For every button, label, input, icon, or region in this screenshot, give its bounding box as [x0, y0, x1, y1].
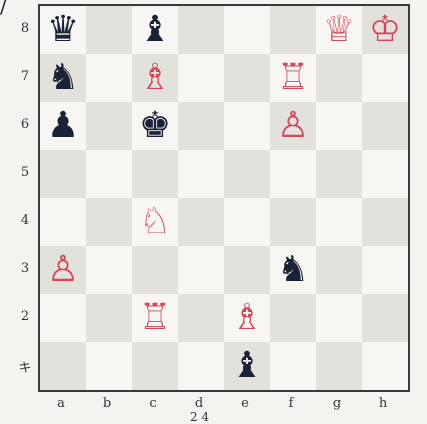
square-g3[interactable]	[316, 246, 362, 294]
square-b4[interactable]	[86, 198, 132, 246]
square-a4[interactable]	[40, 198, 86, 246]
rank-label: 6	[16, 117, 34, 132]
square-d5[interactable]	[178, 150, 224, 198]
rank-label: 4	[16, 213, 34, 228]
square-e3[interactable]	[224, 246, 270, 294]
square-d8[interactable]	[178, 6, 224, 54]
square-d7[interactable]	[178, 54, 224, 102]
square-g4[interactable]	[316, 198, 362, 246]
file-label: c	[130, 396, 176, 411]
red-pawn-a3[interactable]: ♙	[40, 246, 86, 294]
file-label: a	[38, 396, 84, 411]
square-g2[interactable]	[316, 294, 362, 342]
red-bishop-e2[interactable]: ♗	[224, 294, 270, 342]
chess-board: ♛♝♕♔♞♗♖♟♚♙♘♙♞♖♗♝	[38, 4, 410, 392]
square-d3[interactable]	[178, 246, 224, 294]
file-label: b	[84, 396, 130, 411]
square-h1[interactable]	[362, 342, 408, 390]
rank-label: 5	[16, 165, 34, 180]
red-rook-c2[interactable]: ♖	[132, 294, 178, 342]
square-h7[interactable]	[362, 54, 408, 102]
square-b7[interactable]	[86, 54, 132, 102]
square-b6[interactable]	[86, 102, 132, 150]
rank-label: 8	[16, 21, 34, 36]
square-b5[interactable]	[86, 150, 132, 198]
square-h3[interactable]	[362, 246, 408, 294]
black-pawn-a6[interactable]: ♟	[40, 102, 86, 150]
square-e4[interactable]	[224, 198, 270, 246]
square-f1[interactable]	[270, 342, 316, 390]
square-e7[interactable]	[224, 54, 270, 102]
file-label: f	[268, 396, 314, 411]
square-f8[interactable]	[270, 6, 316, 54]
square-c1[interactable]	[132, 342, 178, 390]
square-d2[interactable]	[178, 294, 224, 342]
rank-label: キ	[16, 357, 34, 376]
black-bishop-e1[interactable]: ♝	[224, 342, 270, 390]
square-e5[interactable]	[224, 150, 270, 198]
square-g5[interactable]	[316, 150, 362, 198]
square-f2[interactable]	[270, 294, 316, 342]
square-a5[interactable]	[40, 150, 86, 198]
square-c5[interactable]	[132, 150, 178, 198]
square-a1[interactable]	[40, 342, 86, 390]
square-b3[interactable]	[86, 246, 132, 294]
square-h5[interactable]	[362, 150, 408, 198]
file-label: g	[314, 396, 360, 411]
square-f4[interactable]	[270, 198, 316, 246]
square-g7[interactable]	[316, 54, 362, 102]
black-knight-f3[interactable]: ♞	[270, 246, 316, 294]
caption-fragment: 2 4	[190, 410, 209, 424]
square-d1[interactable]	[178, 342, 224, 390]
black-queen-a8[interactable]: ♛	[40, 6, 86, 54]
corner-mark: /	[0, 0, 7, 18]
black-bishop-c8[interactable]: ♝	[132, 6, 178, 54]
rank-label: 2	[16, 309, 34, 324]
square-a2[interactable]	[40, 294, 86, 342]
red-queen-g8[interactable]: ♕	[316, 6, 362, 54]
red-pawn-f6[interactable]: ♙	[270, 102, 316, 150]
square-h4[interactable]	[362, 198, 408, 246]
red-bishop-c7[interactable]: ♗	[132, 54, 178, 102]
square-b8[interactable]	[86, 6, 132, 54]
square-e6[interactable]	[224, 102, 270, 150]
rank-label: 3	[16, 261, 34, 276]
file-label: e	[222, 396, 268, 411]
square-c3[interactable]	[132, 246, 178, 294]
rank-label: 7	[16, 69, 34, 84]
square-h2[interactable]	[362, 294, 408, 342]
red-rook-f7[interactable]: ♖	[270, 54, 316, 102]
file-label: d	[176, 396, 222, 411]
red-king-h8[interactable]: ♔	[362, 6, 408, 54]
square-d4[interactable]	[178, 198, 224, 246]
red-knight-c4[interactable]: ♘	[132, 198, 178, 246]
square-h6[interactable]	[362, 102, 408, 150]
square-g6[interactable]	[316, 102, 362, 150]
black-knight-a7[interactable]: ♞	[40, 54, 86, 102]
square-g1[interactable]	[316, 342, 362, 390]
square-b1[interactable]	[86, 342, 132, 390]
black-king-c6[interactable]: ♚	[132, 102, 178, 150]
square-d6[interactable]	[178, 102, 224, 150]
square-f5[interactable]	[270, 150, 316, 198]
file-label: h	[360, 396, 406, 411]
square-b2[interactable]	[86, 294, 132, 342]
square-e8[interactable]	[224, 6, 270, 54]
